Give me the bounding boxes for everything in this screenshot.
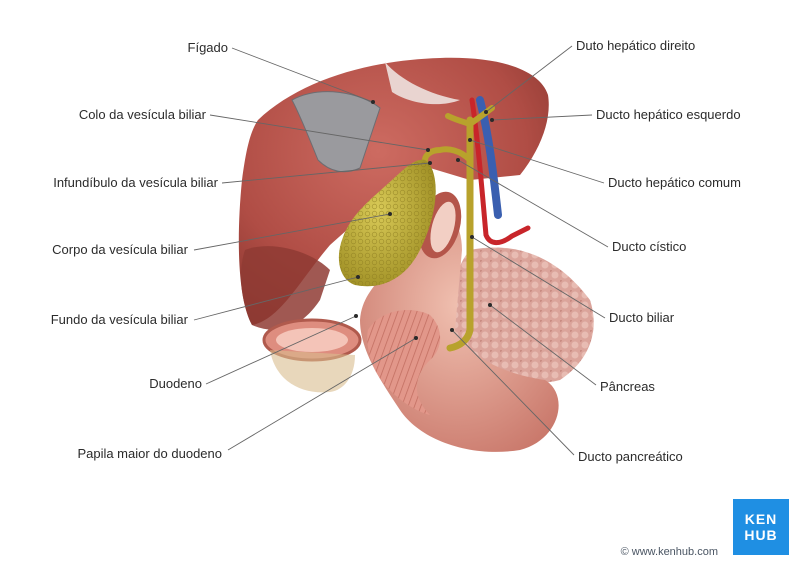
hepatic-artery xyxy=(469,97,531,246)
label-major-duodenal-papilla: Papila maior do duodeno xyxy=(77,446,222,461)
logo-line-2: HUB xyxy=(744,527,778,543)
label-gallbladder-fundus: Fundo da vesícula biliar xyxy=(50,312,188,327)
kenhub-logo[interactable]: KEN HUB xyxy=(733,499,789,555)
label-pancreatic-duct: Ducto pancreático xyxy=(578,449,683,464)
label-gallbladder-body: Corpo da vesícula biliar xyxy=(52,242,188,257)
copyright-text: © www.kenhub.com xyxy=(620,546,718,558)
common-bile-duct xyxy=(446,116,474,352)
pancreas-shape xyxy=(451,247,594,384)
cystic-duct xyxy=(421,146,473,165)
liver-lower-lobe xyxy=(240,246,330,330)
label-gallbladder-neck: Colo da vesícula biliar xyxy=(78,107,206,122)
logo-line-1: KEN xyxy=(744,511,778,527)
label-gallbladder-infundibulum: Infundíbulo da vesícula biliar xyxy=(53,175,218,190)
label-left-hepatic-duct: Ducto hepático esquerdo xyxy=(596,107,741,122)
hepatic-ducts xyxy=(445,105,495,127)
label-liver: Fígado xyxy=(187,40,228,55)
label-cystic-duct: Ducto cístico xyxy=(612,239,687,254)
label-right-hepatic-duct: Duto hepático direito xyxy=(576,38,696,53)
label-common-hepatic-duct: Ducto hepático comum xyxy=(608,175,741,190)
leader-lines-right xyxy=(451,45,609,456)
label-duodenum: Duodeno xyxy=(149,376,202,391)
round-ligament xyxy=(385,62,460,105)
pin-dots xyxy=(354,100,494,340)
duodenum-lumen xyxy=(367,310,441,415)
label-bile-duct: Ducto biliar xyxy=(609,310,675,325)
label-pancreas: Pâncreas xyxy=(600,379,655,394)
leader-lines-left xyxy=(193,47,431,451)
